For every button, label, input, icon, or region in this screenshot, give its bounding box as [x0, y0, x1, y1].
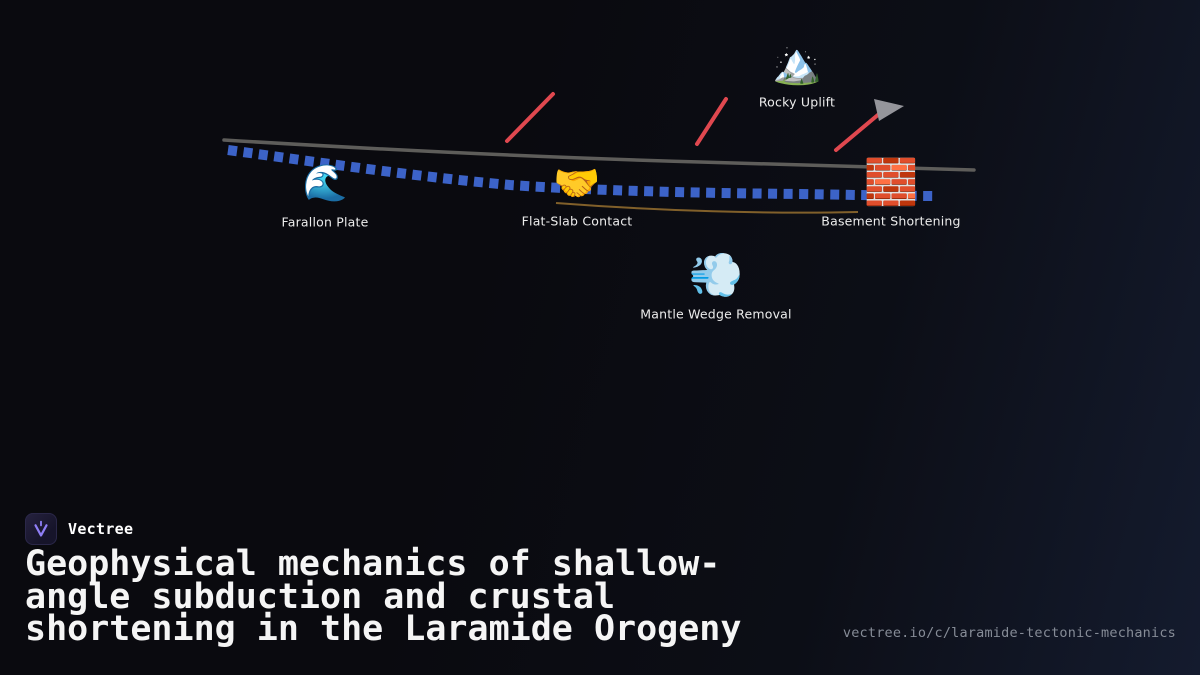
stress-mark-3	[834, 112, 881, 152]
node-label-basement-shortening: Basement Shortening	[821, 213, 961, 229]
node-label-farallon-plate: Farallon Plate	[281, 214, 369, 230]
stress-mark-2	[695, 97, 728, 146]
moho-line	[555, 202, 859, 214]
mountain-icon: 🏔️	[772, 41, 822, 87]
page-url: vectree.io/c/laramide-tectonic-mechanics	[842, 625, 1176, 641]
stress-mark-1	[505, 92, 555, 143]
uplift-arrowhead-icon	[874, 99, 904, 121]
crust-surface-line	[222, 138, 976, 172]
node-label-rocky-uplift: Rocky Uplift	[758, 94, 836, 110]
brand-row: Vectree	[25, 513, 133, 545]
vectree-logo-icon	[25, 513, 57, 545]
node-label-flat-slab-contact: Flat-Slab Contact	[521, 213, 633, 229]
brick-icon: 🧱	[863, 157, 919, 208]
node-label-mantle-wedge-removal: Mantle Wedge Removal	[640, 306, 792, 322]
page-title: Geophysical mechanics of shallow-angle s…	[25, 544, 742, 649]
handshake-icon: 🤝	[553, 161, 601, 205]
dash-wind-icon: 💨	[688, 250, 744, 301]
brand-name: Vectree	[68, 520, 134, 538]
wave-icon: 🌊	[302, 163, 348, 204]
